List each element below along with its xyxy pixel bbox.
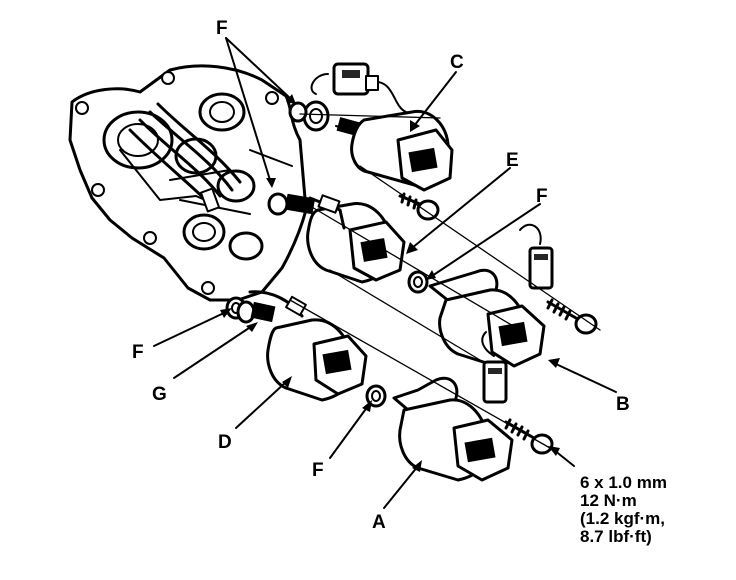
label-f-right: F xyxy=(536,186,548,207)
upper-connector xyxy=(310,62,411,133)
torque-spec: 6 x 1.0 mm 12 N·m (1.2 kgf·m, 8.7 lbf·ft… xyxy=(580,474,730,546)
transmission-housing xyxy=(68,64,308,302)
torque-kgfm: (1.2 kgf·m, xyxy=(580,509,666,528)
assembly-axis-lines xyxy=(289,113,601,449)
label-d: D xyxy=(218,432,232,453)
torque-lbfft: 8.7 lbf·ft) xyxy=(580,527,652,546)
solenoid-b xyxy=(428,223,598,368)
solenoid-d xyxy=(236,290,368,402)
bolt-size: 6 x 1.0 mm xyxy=(580,473,667,492)
solenoid-e xyxy=(267,192,406,284)
label-e: E xyxy=(506,150,519,171)
label-f-left: F xyxy=(132,342,144,363)
label-c: C xyxy=(450,52,464,73)
label-f-top: F xyxy=(216,18,228,39)
label-g: G xyxy=(152,384,167,405)
label-a: A xyxy=(372,512,386,533)
torque-nm: 12 N·m xyxy=(580,491,637,510)
label-b: B xyxy=(616,394,630,415)
callout-leaders xyxy=(153,37,617,509)
label-f-bottom: F xyxy=(312,460,324,481)
o-ring-upper xyxy=(407,270,429,294)
solenoid-c xyxy=(302,100,454,221)
o-ring-top xyxy=(288,101,308,123)
